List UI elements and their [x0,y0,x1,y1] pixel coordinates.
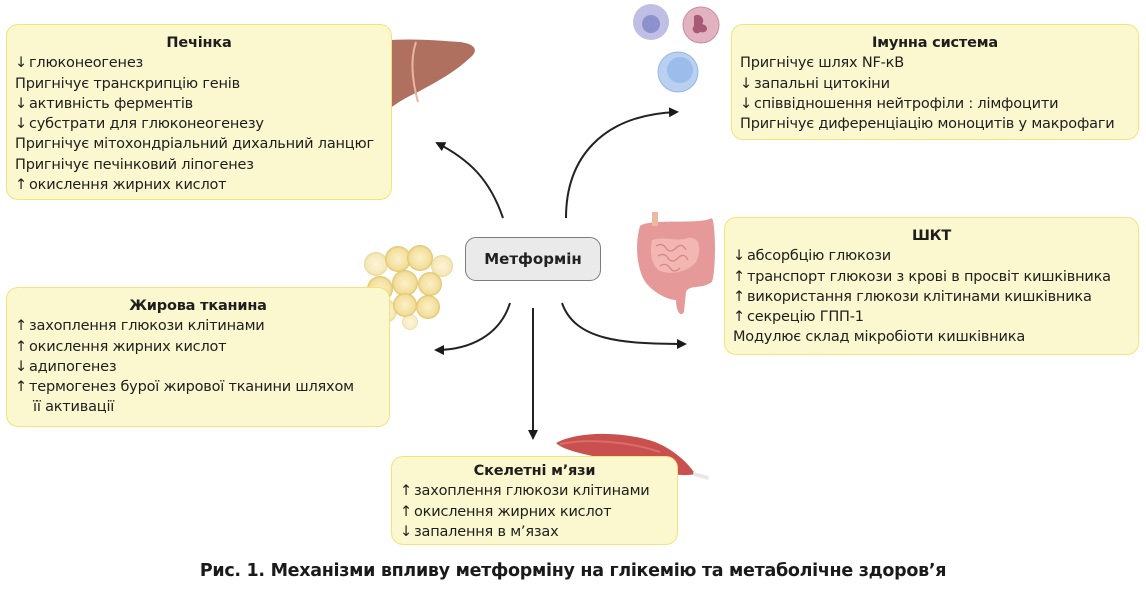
effect-text: активність ферментів [29,95,194,112]
effect-text: термогенез бурої жирової тканини шляхом [29,379,354,396]
effect-line: ↓глюконеогенез [15,53,383,73]
effect-line: ↑захоплення глюкози клітинами [400,481,669,501]
up-arrow-icon: ↑ [15,177,27,194]
effect-text: використання глюкози клітинами кишківник… [747,288,1092,305]
effect-line: Пригнічує печінковий ліпогенез [15,155,383,175]
effect-text: захоплення глюкози клітинами [29,318,265,335]
effect-line: Пригнічує диференціацію моноцитів у макр… [740,114,1130,134]
effect-text: глюконеогенез [29,55,144,72]
effect-line: ↑секрецію ГПП-1 [733,307,1130,327]
down-arrow-icon: ↓ [740,75,752,92]
effect-text: запалення в м’язах [414,523,559,540]
immune-cells-icon [633,4,720,93]
effect-text: захоплення глюкози клітинами [414,483,650,500]
adipocytes-icon [364,245,453,330]
box-title: Скелетні м’язи [473,463,596,479]
up-arrow-icon: ↑ [400,503,412,520]
effect-text: адипогенез [29,358,117,375]
figure-caption: Рис. 1. Механізми впливу метформіну на г… [199,561,947,581]
effect-line: ↓запалення в м’язах [400,522,669,542]
up-arrow-icon: ↑ [733,288,745,305]
skeletal-muscle-box: Скелетні м’язи ↑захоплення глюкози кліти… [391,456,678,545]
down-arrow-icon: ↓ [733,248,745,265]
down-arrow-icon: ↓ [400,523,412,540]
effect-line: ↓запальні цитокіни [740,74,1130,94]
effect-line: ↑окислення жирних кислот [15,175,383,195]
box-title: Жирова тканина [129,298,267,314]
arrow-to-liver [435,142,504,219]
up-arrow-icon: ↑ [15,338,27,355]
effect-text: Пригнічує транскрипцію генів [15,75,240,92]
effect-text: окислення жирних кислот [414,503,612,520]
effect-text: Модулює склад мікробіоти кишківника [733,329,1025,346]
effect-line: ↓співвідношення нейтрофіли : лімфоцити [740,94,1130,114]
effect-line: її активації [15,397,381,417]
adipose-tissue-box: Жирова тканина ↑захоплення глюкози кліти… [6,287,390,427]
effect-text: Пригнічує шлях NF-кВ [740,55,904,72]
box-title: ШКТ [911,228,952,244]
effect-line: ↑захоплення глюкози клітинами [15,316,381,336]
effect-line: ↓субстрати для глюконеогенезу [15,114,383,134]
effect-line: ↑окислення жирних кислот [400,502,669,522]
effect-line: Пригнічує мітохондріальний дихальний лан… [15,134,383,154]
up-arrow-icon: ↑ [733,309,745,326]
effect-line: Пригнічує шлях NF-кВ [740,53,1130,73]
arrow-to-gi [561,302,687,349]
effect-line: Пригнічує транскрипцію генів [15,74,383,94]
effect-line: Модулює склад мікробіоти кишківника [733,327,1130,347]
effect-text: секрецію ГПП-1 [747,309,864,326]
down-arrow-icon: ↓ [15,55,27,72]
up-arrow-icon: ↑ [15,318,27,335]
down-arrow-icon: ↓ [15,358,27,375]
effect-text: транспорт глюкози з крові в просвіт кишк… [747,268,1111,285]
effect-line: ↑транспорт глюкози з крові в просвіт киш… [733,267,1130,287]
effect-text: Пригнічує диференціацію моноцитів у макр… [740,116,1115,133]
box-title: Печінка [166,35,232,51]
effect-text: абсорбцію глюкози [747,248,891,265]
effect-text: запальні цитокіни [754,75,890,92]
metformin-node: Метформін [465,237,601,281]
effect-line: ↓адипогенез [15,357,381,377]
effect-text: її активації [33,399,115,416]
down-arrow-icon: ↓ [15,95,27,112]
effect-text: Пригнічує мітохондріальний дихальний лан… [15,136,374,153]
effect-line: ↑окислення жирних кислот [15,337,381,357]
effect-line: ↓активність ферментів [15,94,383,114]
arrow-to-fat [434,302,511,355]
up-arrow-icon: ↑ [733,268,745,285]
intestine-icon [637,212,715,315]
up-arrow-icon: ↑ [400,483,412,500]
effect-text: окислення жирних кислот [29,177,227,194]
gi-tract-box: ШКТ ↓абсорбцію глюкози↑транспорт глюкози… [724,217,1139,355]
effect-line: ↑термогенез бурої жирової тканини шляхом [15,377,381,397]
up-arrow-icon: ↑ [15,379,27,396]
effect-text: субстрати для глюконеогенезу [29,116,264,133]
box-title: Імунна система [872,35,998,51]
immune-system-box: Імунна система Пригнічує шлях NF-кВ ↓запа… [731,24,1139,140]
effect-line: ↑використання глюкози клітинами кишківни… [733,287,1130,307]
down-arrow-icon: ↓ [15,116,27,133]
effect-text: співвідношення нейтрофіли : лімфоцити [754,95,1059,112]
arrow-to-immune [565,107,679,219]
effect-text: Пригнічує печінковий ліпогенез [15,156,254,173]
metformin-label: Метформін [484,250,582,268]
down-arrow-icon: ↓ [740,95,752,112]
effect-text: окислення жирних кислот [29,338,227,355]
effect-line: ↓абсорбцію глюкози [733,246,1130,266]
